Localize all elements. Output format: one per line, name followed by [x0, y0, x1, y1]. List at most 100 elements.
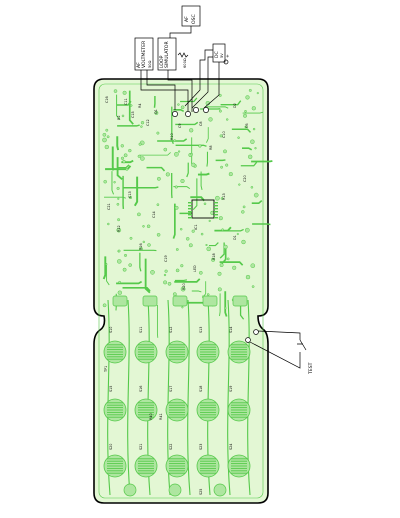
copper-trace — [173, 109, 185, 113]
voltmeter-wire-1 — [146, 70, 176, 110]
osc-wire — [169, 26, 192, 38]
pcb-label: C21 — [107, 203, 111, 210]
copper-trace — [116, 157, 123, 180]
via-pad — [181, 306, 184, 309]
via-pad — [157, 176, 161, 181]
via-pad — [206, 293, 210, 296]
pcb-label: S13 — [199, 327, 203, 333]
via-pad — [226, 257, 230, 261]
via-pad — [198, 144, 202, 148]
loop-wire-1 — [167, 70, 193, 112]
dc-polarity-label: + — [225, 54, 231, 58]
copper-trace — [144, 258, 151, 294]
ic-pin — [214, 217, 218, 219]
copper-trace — [206, 127, 209, 143]
via-pad — [140, 125, 143, 128]
copper-trace — [173, 186, 191, 189]
via-pad — [188, 243, 193, 248]
via-pad — [102, 303, 107, 308]
via-pad — [236, 232, 239, 236]
keypad-switch-pad — [227, 398, 251, 422]
keypad-switch-pad — [227, 454, 251, 478]
pcb-label: R20 — [182, 283, 186, 290]
test-point — [193, 107, 199, 113]
via-pad — [118, 280, 121, 284]
via-pad — [256, 92, 259, 95]
via-pad — [105, 128, 109, 132]
via-pad — [117, 218, 121, 222]
via-pad — [122, 159, 126, 164]
via-pad — [232, 265, 237, 270]
ic-pin — [188, 211, 192, 213]
pcb-label: S17 — [169, 386, 173, 392]
via-pad — [117, 197, 120, 200]
via-pad — [147, 243, 151, 247]
loop-simulator-box — [157, 37, 177, 71]
via-pad — [124, 253, 127, 257]
osc-label-line2: OSC — [191, 14, 197, 24]
ic-pin — [214, 214, 218, 216]
copper-trace — [171, 106, 174, 145]
voltmeter-label-line1: AF — [136, 62, 142, 68]
via-pad — [103, 179, 107, 184]
via-pad — [228, 172, 233, 177]
voltmeter-label-line2: VOLTMETER — [141, 40, 147, 68]
small-switch-pad — [172, 295, 188, 307]
copper-trace — [104, 196, 126, 199]
via-pad — [211, 257, 216, 262]
copper-trace — [172, 203, 176, 239]
via-pad — [172, 292, 177, 297]
via-pad — [117, 290, 122, 295]
small-switch-pad — [142, 295, 158, 307]
via-pad — [156, 203, 160, 207]
bus-trace — [127, 299, 131, 496]
via-pad — [251, 285, 255, 288]
via-pad — [218, 109, 222, 113]
via-pad — [128, 263, 132, 267]
copper-trace — [122, 186, 159, 189]
copper-trace — [205, 106, 229, 109]
osc-label-line1: AF — [184, 16, 190, 22]
pcb-label: TP1 — [104, 366, 108, 373]
via-pad — [174, 205, 179, 210]
pcb-label: Q1 — [154, 109, 158, 114]
via-pad — [102, 137, 107, 143]
via-pad — [243, 113, 247, 118]
via-pad — [254, 147, 257, 150]
copper-trace — [128, 90, 134, 125]
switch-pad-b — [245, 337, 251, 343]
copper-trace — [240, 161, 258, 167]
via-pad — [137, 212, 141, 217]
via-pad — [116, 202, 120, 206]
copper-trace — [214, 226, 232, 232]
via-pad — [203, 202, 207, 206]
copper-trace — [197, 172, 210, 176]
pcb-label: C9 — [178, 123, 182, 128]
copper-trace — [180, 97, 198, 103]
via-pad — [107, 222, 110, 226]
copper-trace — [175, 121, 199, 126]
voltmeter-wire-2 — [140, 70, 189, 112]
pcb-label: R13 — [222, 193, 226, 200]
via-pad — [177, 103, 180, 106]
via-pad — [205, 243, 208, 247]
af-osc-box — [181, 5, 201, 27]
via-pad — [242, 205, 246, 209]
pcb-label: S20 — [109, 444, 113, 450]
resistor-symbol — [177, 52, 189, 58]
copper-trace — [116, 280, 143, 285]
ic-pin — [188, 217, 192, 219]
keypad-switch-pad — [103, 340, 127, 364]
pcb-label: C14 — [152, 211, 156, 218]
small-switch-pad — [232, 295, 248, 307]
pcb-label: S21 — [139, 444, 143, 450]
via-pad — [237, 136, 240, 139]
pcb-label: R8 — [209, 145, 213, 150]
via-pad — [174, 152, 179, 157]
copper-trace — [191, 290, 202, 293]
via-pad — [174, 185, 178, 189]
pcb-label: S19 — [229, 386, 233, 392]
via-pad — [190, 152, 193, 156]
via-pad — [250, 186, 254, 189]
via-pad — [150, 269, 155, 275]
